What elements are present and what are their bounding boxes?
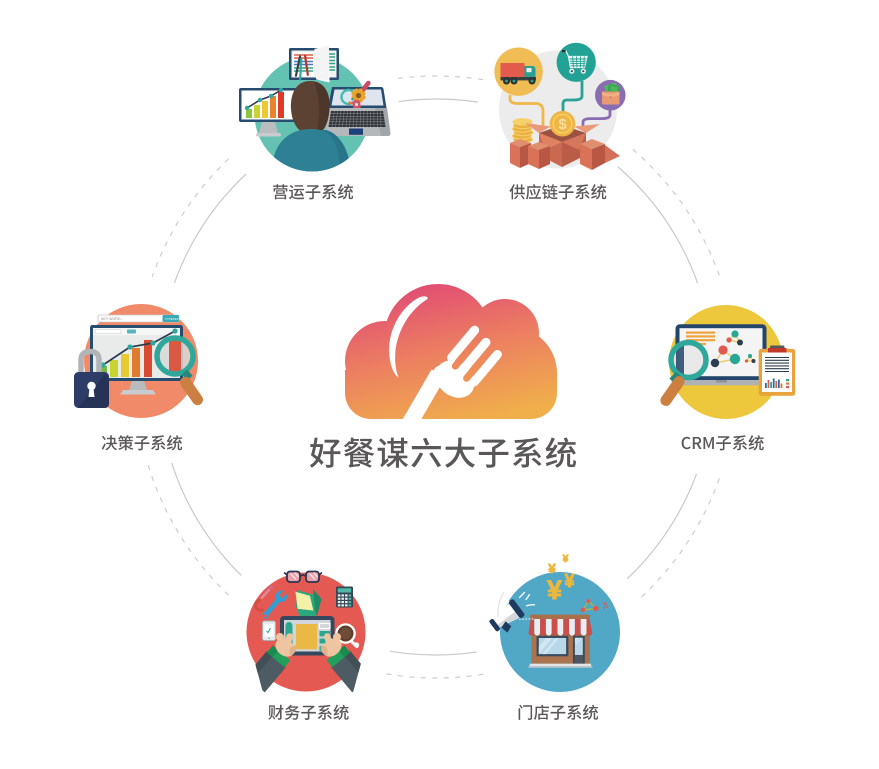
svg-text:¥: ¥ — [548, 561, 556, 576]
svg-text:TYPETEXT: TYPETEXT — [165, 317, 181, 321]
svg-text:¥: ¥ — [547, 575, 562, 605]
svg-text:$: $ — [558, 116, 567, 133]
svg-text:¥: ¥ — [563, 554, 569, 565]
svg-text:KEY WORD...: KEY WORD... — [101, 317, 124, 321]
svg-text:¥: ¥ — [564, 571, 574, 591]
